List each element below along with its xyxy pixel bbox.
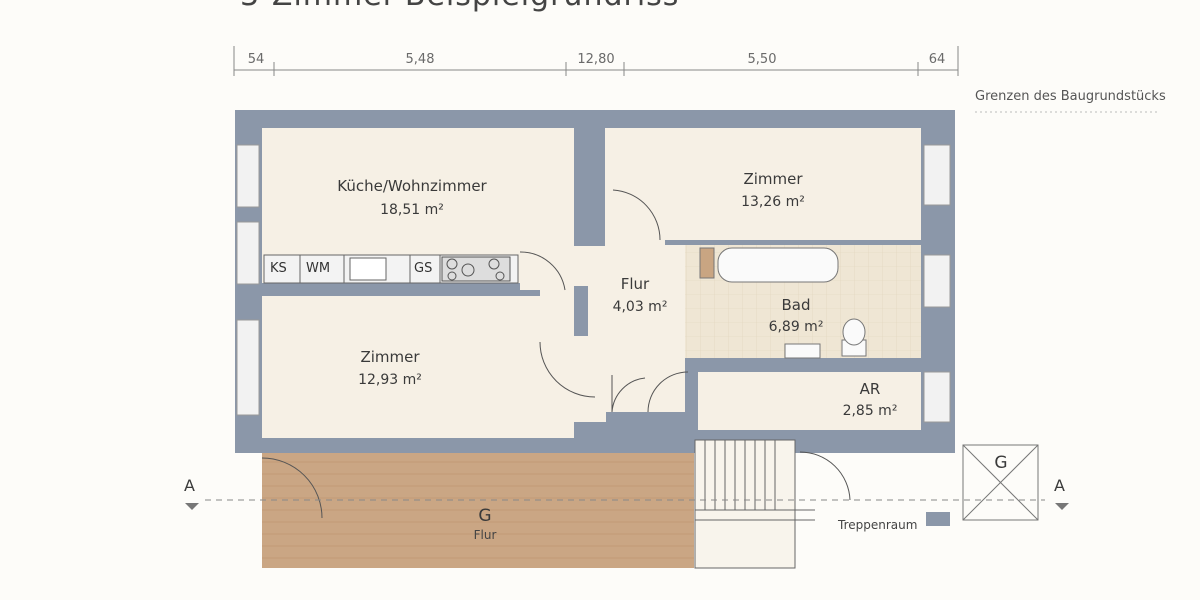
room-sw-name: Zimmer [360, 348, 420, 366]
room-ne-area: 13,26 m² [741, 194, 805, 210]
room-storage-area: 2,85 m² [842, 403, 898, 419]
dimension-label: 5,48 [405, 52, 435, 67]
room-kitchen-name: Küche/Wohnzimmer [337, 177, 487, 195]
room-hall-name: Flur [620, 275, 650, 293]
dimension-label: 5,50 [747, 52, 777, 67]
room-hall-area: 4,03 m² [612, 299, 668, 315]
section-arrow-right [1055, 503, 1069, 510]
corridor-name: Flur [473, 528, 497, 542]
corridor-g-label: G [478, 506, 492, 526]
page-title: 3-Zimmer-Beispielgrundriss [240, 0, 679, 13]
room-ne-name: Zimmer [743, 170, 803, 188]
elevator [962, 444, 1039, 521]
hall-floor [520, 190, 685, 422]
section-mark-left: A [184, 476, 195, 495]
washbasin [784, 343, 821, 359]
room-sw-area: 12,93 m² [358, 372, 422, 388]
dimension-label: 54 [247, 52, 265, 67]
room-bath-name: Bad [781, 296, 811, 314]
section-arrow-left [185, 503, 199, 510]
windows-right [923, 144, 951, 423]
toilet [841, 318, 867, 357]
stove [441, 256, 511, 282]
bathtub [717, 247, 839, 283]
boundary-label: Grenzen des Baugrundstücks [975, 89, 1166, 104]
elevator-label: G [994, 453, 1008, 473]
room-storage-name: AR [859, 380, 881, 398]
storage-floor [698, 372, 921, 430]
room-kitchen-area: 18,51 m² [380, 202, 444, 218]
stairwell-label: Treppenraum [838, 518, 918, 532]
dimension-label: 64 [928, 52, 946, 67]
windows-left [236, 144, 260, 416]
dimension-line [233, 46, 959, 76]
stairs [694, 439, 815, 569]
section-mark-right: A [1054, 476, 1065, 495]
fridge-label: KS [270, 261, 287, 276]
room-bath-area: 6,89 m² [768, 319, 824, 335]
dimension-label: 12,80 [577, 52, 615, 67]
sink [349, 257, 387, 281]
doors [261, 189, 851, 519]
washing-machine-label: WM [306, 261, 331, 276]
dishwasher-label: GS [414, 261, 433, 276]
room-sw-floor [262, 296, 574, 438]
